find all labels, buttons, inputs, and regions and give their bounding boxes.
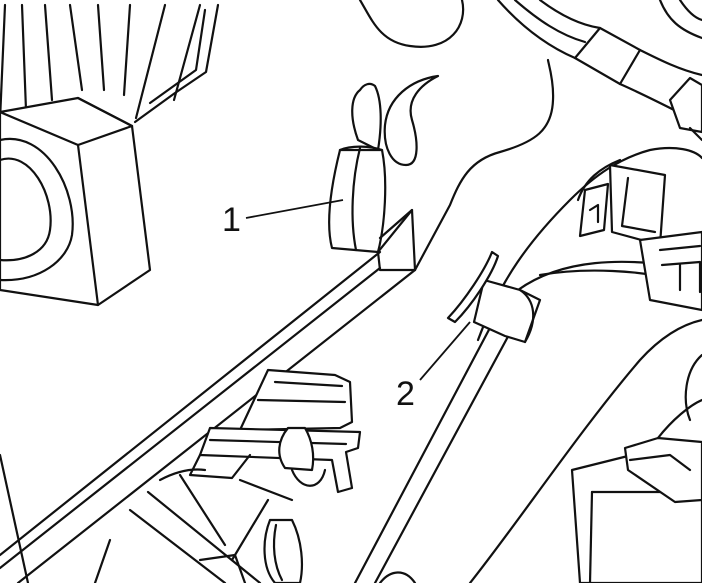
part-1-handle bbox=[328, 74, 440, 272]
callout-1: 1 bbox=[222, 199, 344, 239]
callout-2-leader bbox=[419, 321, 471, 381]
column-housing bbox=[353, 146, 702, 583]
callout-2-label: 2 bbox=[396, 375, 415, 413]
lower-mechanism bbox=[93, 368, 362, 583]
top-center-part bbox=[358, 0, 465, 48]
lower-right-bracket bbox=[570, 398, 702, 583]
part-2-plug bbox=[446, 250, 542, 344]
trim-panel bbox=[0, 58, 555, 583]
upper-left-assembly bbox=[0, 3, 220, 307]
callout-1-label: 1 bbox=[222, 201, 241, 239]
callout-1-leader bbox=[245, 199, 344, 219]
callout-2: 2 bbox=[396, 321, 471, 413]
wiring-loom bbox=[496, 0, 702, 142]
